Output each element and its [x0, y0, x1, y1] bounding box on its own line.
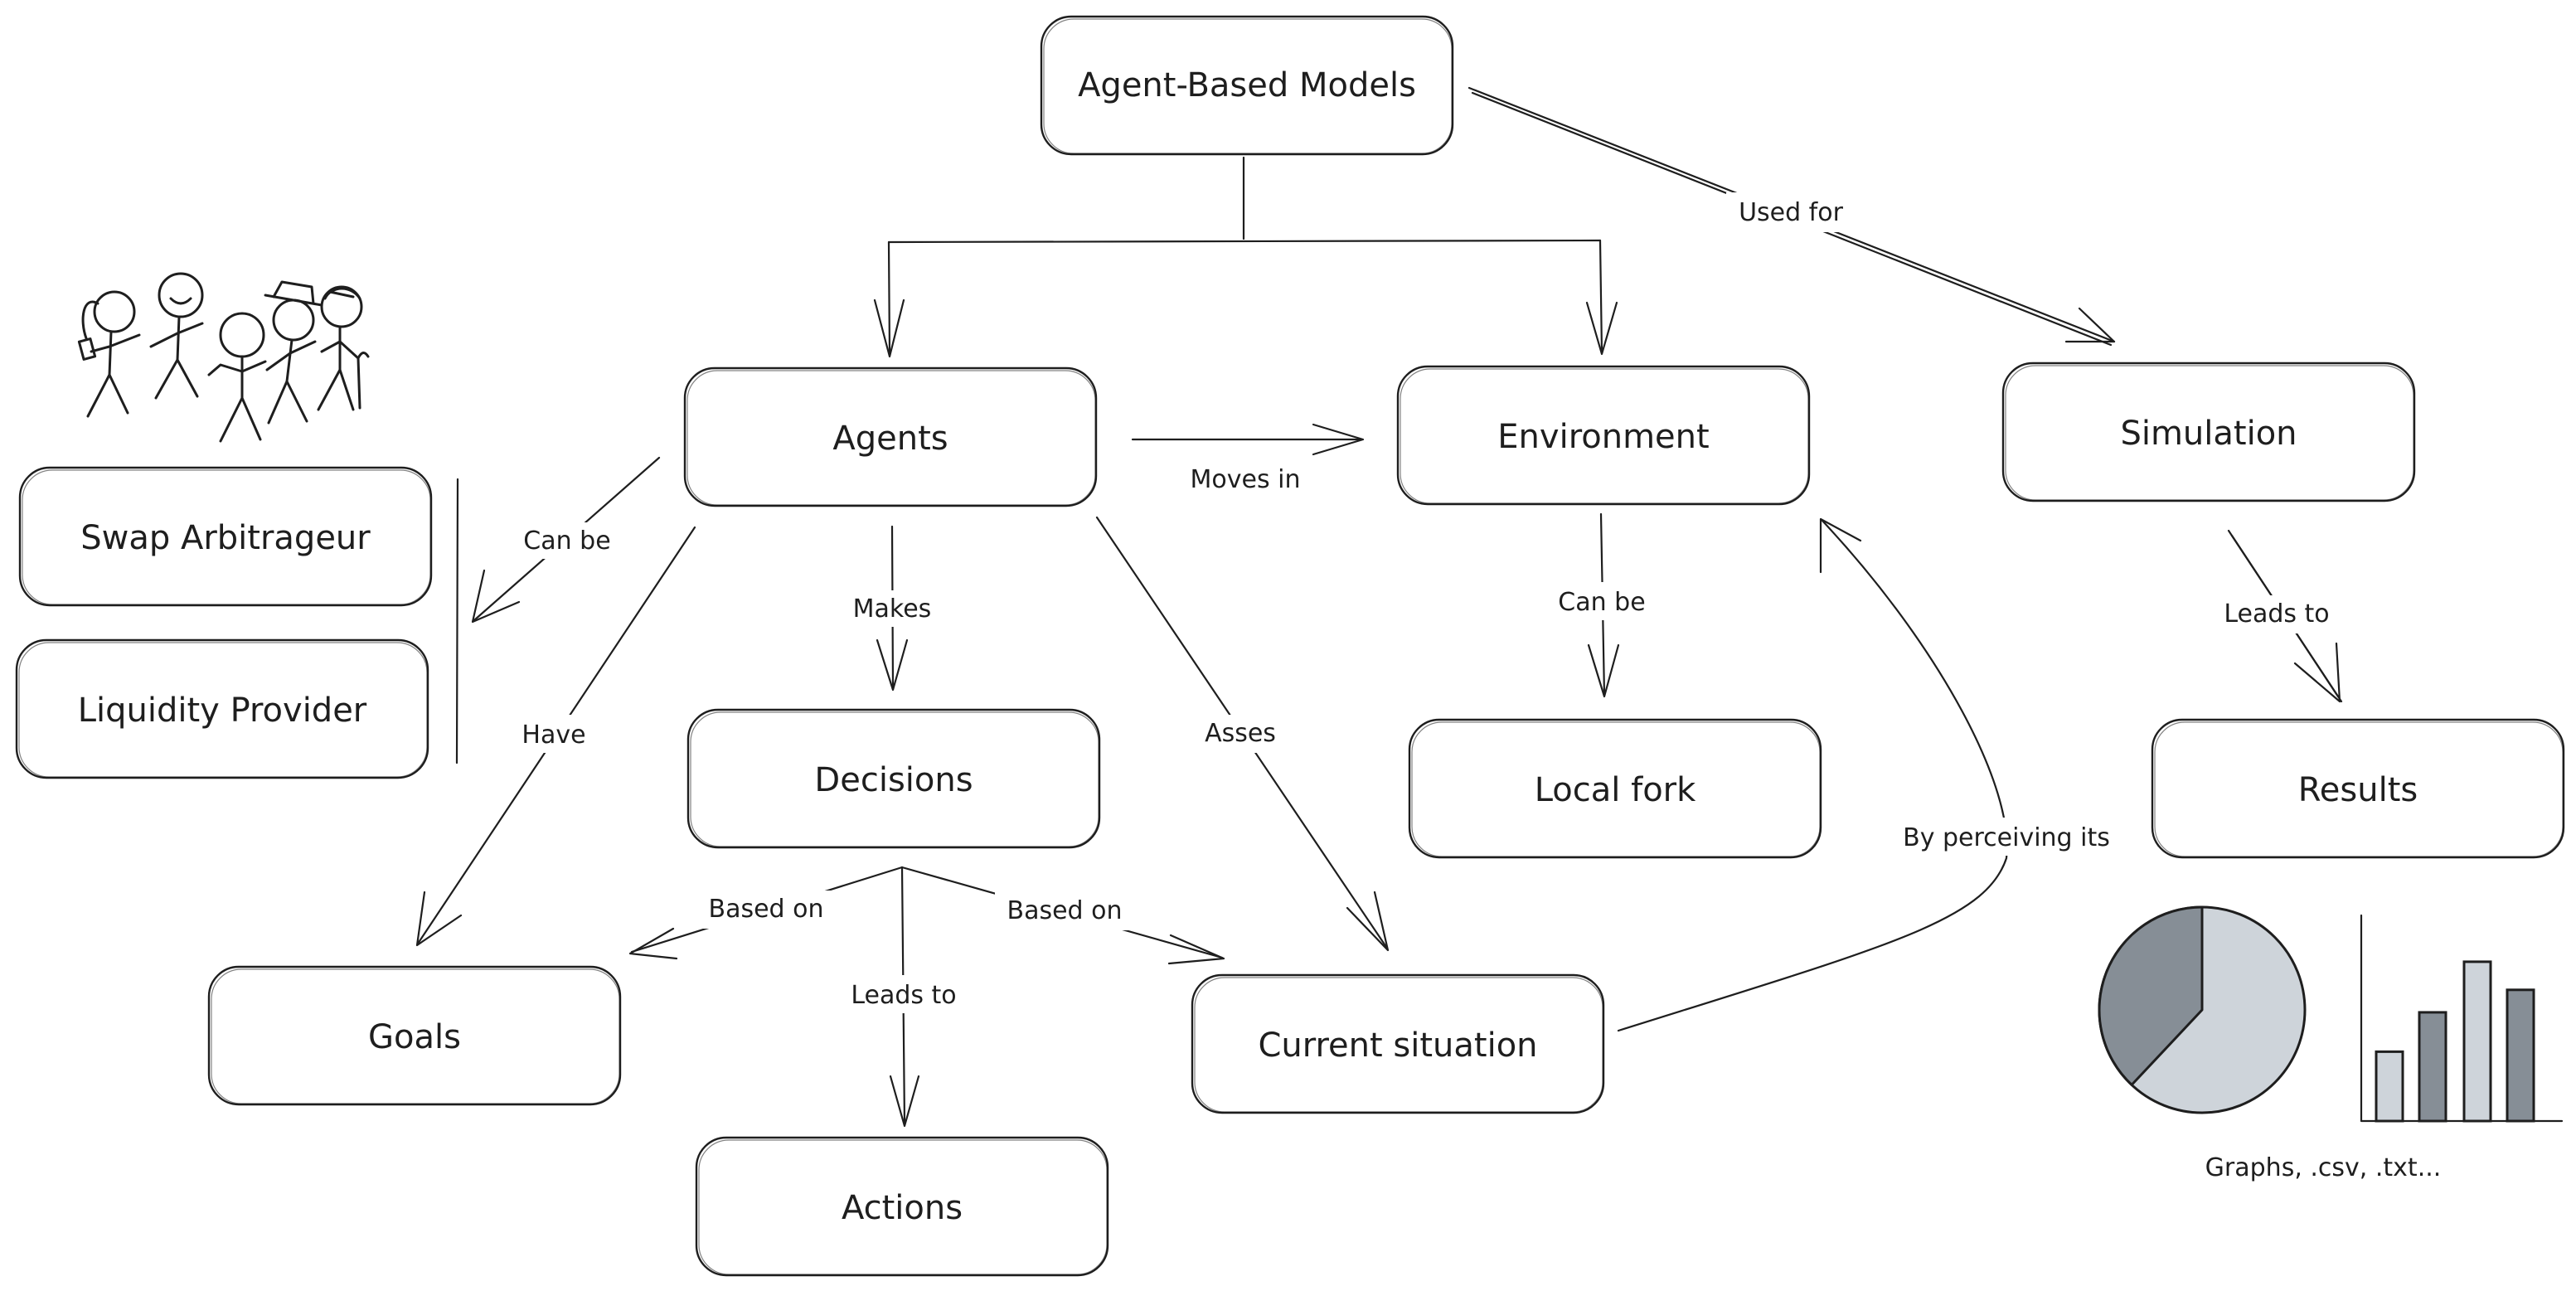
node-swap-arbitrageur[interactable]: Swap Arbitrageur — [18, 466, 433, 607]
edge-moves-in — [1131, 423, 1365, 456]
bar-chart-icon — [2360, 914, 2564, 1123]
node-simulation[interactable]: Simulation — [2001, 362, 2416, 502]
node-label: Swap Arbitrageur — [80, 519, 371, 557]
node-label: Goals — [368, 1018, 461, 1056]
stick-figure-waving — [207, 312, 267, 443]
node-environment[interactable]: Environment — [1396, 365, 1811, 506]
nodes: Agent-Based Models Agents Environment Si… — [15, 15, 2565, 1277]
label-makes: Makes — [853, 595, 932, 624]
bar-3 — [2462, 960, 2492, 1123]
node-agents[interactable]: Agents — [683, 366, 1098, 507]
node-label: Decisions — [814, 761, 973, 799]
label-can-be-agents: Can be — [523, 527, 610, 556]
edge-abm-to-agents-environment — [873, 156, 1618, 358]
results-caption: Graphs, .csv, .txt... — [2205, 1153, 2442, 1182]
node-label: Actions — [842, 1189, 963, 1227]
node-label: Agents — [832, 420, 948, 458]
node-actions[interactable]: Actions — [695, 1136, 1109, 1277]
label-leads-to-actions: Leads to — [851, 981, 956, 1010]
label-leads-to-results: Leads to — [2224, 599, 2329, 629]
node-decisions[interactable]: Decisions — [686, 708, 1101, 849]
edge-labels: Used for Moves in Can be Makes Have Asse… — [512, 192, 2346, 1013]
label-have: Have — [522, 721, 585, 750]
node-label: Simulation — [2120, 415, 2297, 453]
stick-figure-cane — [317, 285, 370, 411]
label-used-for: Used for — [1739, 198, 1844, 227]
node-local-fork[interactable]: Local fork — [1408, 718, 1822, 859]
bar-2 — [2418, 1011, 2447, 1123]
label-can-be-environment: Can be — [1558, 588, 1645, 617]
pie-chart-icon — [2098, 905, 2307, 1114]
node-label: Environment — [1497, 418, 1709, 456]
bar-1 — [2375, 1050, 2404, 1123]
stick-figure-hat — [264, 280, 323, 425]
node-label: Results — [2298, 771, 2418, 809]
label-asses: Asses — [1205, 719, 1276, 748]
node-label: Current situation — [1258, 1026, 1537, 1065]
label-based-on-goals: Based on — [709, 895, 824, 924]
edges — [415, 86, 2343, 1128]
stick-figures-group — [77, 272, 370, 443]
edge-by-perceiving-its — [1617, 517, 2008, 1032]
pie-dark-slice — [2098, 905, 2204, 1086]
node-label: Local fork — [1535, 771, 1696, 809]
label-based-on-situation: Based on — [1007, 896, 1123, 925]
node-liquidity-provider[interactable]: Liquidity Provider — [15, 638, 429, 779]
node-goals[interactable]: Goals — [207, 965, 622, 1106]
stick-figure-smiling — [149, 272, 204, 400]
bar-4 — [2506, 988, 2535, 1123]
node-label: Liquidity Provider — [78, 692, 367, 730]
stick-figure-phone — [77, 290, 141, 418]
label-by-perceiving-its: By perceiving its — [1903, 823, 2110, 852]
node-label: Agent-Based Models — [1078, 66, 1416, 104]
node-agent-based-models[interactable]: Agent-Based Models — [1040, 15, 1454, 156]
bar-chart-axis — [2360, 914, 2564, 1123]
node-current-situation[interactable]: Current situation — [1191, 973, 1605, 1114]
node-results[interactable]: Results — [2151, 718, 2565, 859]
label-moves-in: Moves in — [1191, 465, 1301, 494]
